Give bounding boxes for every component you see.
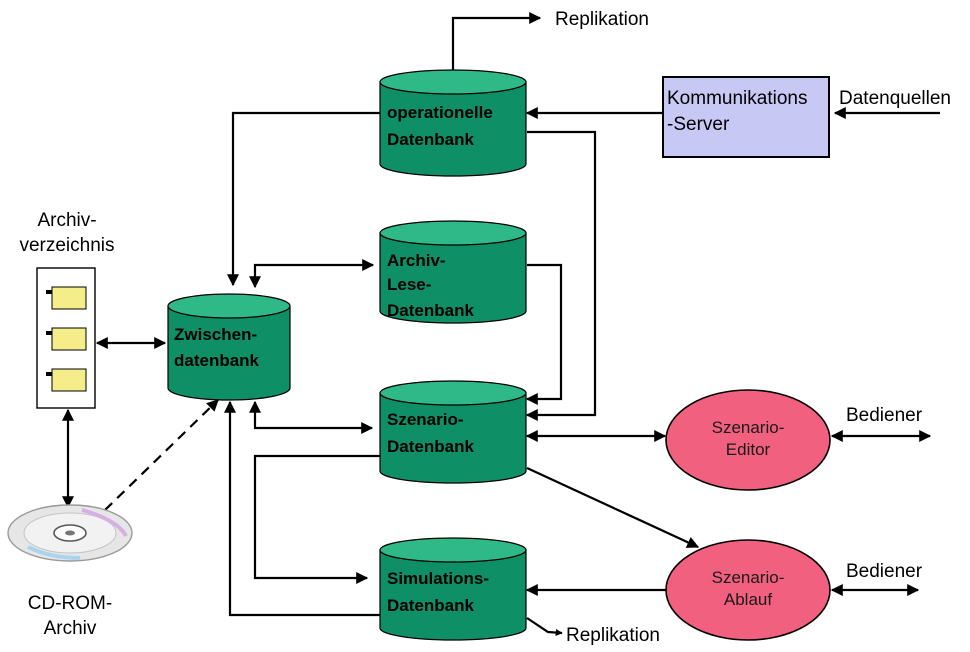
datenquellen-label: Datenquellen (839, 88, 951, 109)
operational-db-label-1: operationelle (387, 103, 493, 122)
server-label-1: Kommunikations (667, 88, 807, 109)
folder-icon (46, 286, 87, 310)
arrow-cdrom-to-intermediate (104, 399, 219, 511)
bediener-label-editor: Bediener (846, 405, 923, 426)
archive-read-database: Archiv- Lese- Datenbank (379, 220, 527, 324)
arrow-replication-bottom (526, 617, 563, 637)
scenario-editor-label-1: Szenario- (712, 418, 785, 437)
replication-bottom-label: Replikation (566, 625, 660, 646)
intermediate-db-label-1: Zwischen- (174, 325, 257, 344)
operational-database: operationelle Datenbank (379, 69, 527, 177)
arrow-replication-top (451, 12, 542, 72)
operational-db-label-2: Datenbank (387, 130, 474, 149)
folder-icon (46, 368, 87, 392)
server-label-2: -Server (667, 114, 730, 135)
arrow-scenario-to-simulation (253, 454, 380, 584)
archive-read-db-label-2: Lese- (387, 275, 431, 294)
scenario-db-label-2: Datenbank (387, 437, 474, 456)
arrow-operational-to-scenario (525, 130, 597, 421)
archive-directory-label-2: verzeichnis (19, 235, 114, 256)
server-box (662, 76, 830, 158)
arrow-simulation-to-intermediate (224, 400, 380, 617)
archive-read-db-label-1: Archiv- (387, 251, 446, 270)
archive-directory-label-1: Archiv- (37, 210, 96, 231)
archive-read-db-label-3: Datenbank (387, 301, 474, 320)
connectors (62, 12, 940, 637)
cdrom-label-2: Archiv (44, 618, 97, 639)
arrow-archive-read-to-scenario (525, 263, 563, 405)
replication-top-label: Replikation (555, 9, 649, 30)
arrow-scenario-to-run (526, 467, 700, 548)
arrow-operational-to-intermediate (227, 111, 380, 287)
folder-icon (46, 327, 87, 351)
scenario-editor: Szenario- Editor (665, 389, 831, 491)
simulation-db-label-1: Simulations- (387, 569, 489, 588)
scenario-run: Szenario- Ablauf (665, 539, 831, 641)
intermediate-db-label-2: datenbank (174, 351, 260, 370)
arrow-intermediate-archive-read (249, 259, 375, 289)
scenario-run-label-2: Ablauf (724, 590, 772, 609)
scenario-db-label-1: Szenario- (387, 410, 464, 429)
scenario-editor-label-2: Editor (726, 440, 771, 459)
cdrom-icon (7, 504, 133, 562)
bediener-label-run: Bediener (846, 561, 923, 582)
cdrom-label-1: CD-ROM- (28, 593, 112, 614)
arrow-intermediate-scenario (249, 400, 374, 434)
simulation-db-label-2: Datenbank (387, 596, 474, 615)
scenario-database: Szenario- Datenbank (379, 380, 527, 484)
archive-directory: Archiv- verzeichnis (19, 210, 115, 409)
intermediate-database: Zwischen- datenbank (167, 293, 291, 401)
scenario-run-label-1: Szenario- (712, 568, 785, 587)
communications-server: Kommunikations -Server (662, 76, 830, 158)
simulation-database: Simulations- Datenbank (379, 537, 527, 641)
